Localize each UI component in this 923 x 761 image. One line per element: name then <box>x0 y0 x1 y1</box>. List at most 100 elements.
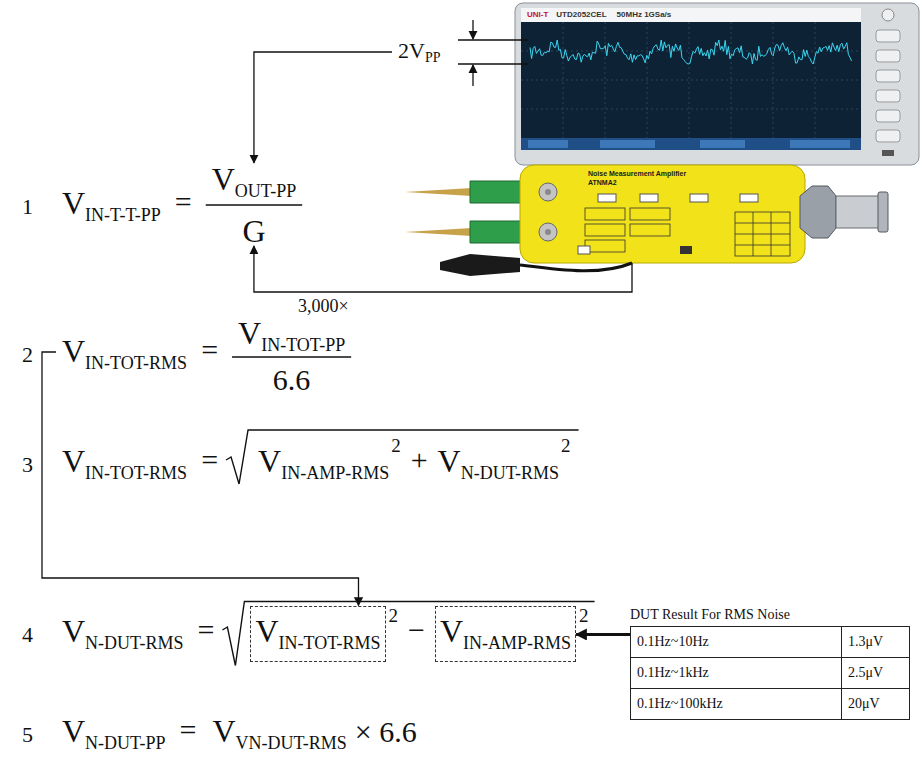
cell-text: 1.3μV <box>848 634 883 649</box>
variable: V <box>62 445 85 477</box>
amplifier-illustration-part <box>545 189 551 195</box>
cell-text: 0.1Hz~10Hz <box>637 634 709 649</box>
exponent: 2 <box>389 606 399 625</box>
amplifier-illustration-part-part <box>753 212 754 256</box>
oscilloscope-illustration-part <box>876 30 900 42</box>
table-cell: 0.1Hz~1kHz <box>630 657 842 689</box>
constant: 6.6 <box>273 365 311 395</box>
subscript: IN-TOT-RMS <box>85 464 187 482</box>
operator: = <box>175 187 192 217</box>
oscilloscope-illustration-part-part <box>815 22 816 138</box>
subscript: IN-TOT-PP <box>261 336 345 354</box>
operator: − <box>408 615 425 645</box>
fraction-bar <box>232 356 351 357</box>
amplifier-illustration-part-part <box>585 208 625 220</box>
leader-arrow <box>254 246 632 292</box>
oscilloscope-illustration-part <box>876 130 900 142</box>
amplifier-illustration <box>405 165 888 276</box>
equation-lines <box>42 52 632 665</box>
variable: V <box>238 317 261 349</box>
pointer-arrow <box>576 633 630 636</box>
oscilloscope-illustration-part-part <box>521 51 861 52</box>
table-cell: 1.3μV <box>841 626 910 658</box>
operator: + <box>411 445 428 475</box>
oscilloscope-illustration-part <box>521 8 861 22</box>
amplifier-illustration-part <box>440 254 520 276</box>
amplifier-illustration-part <box>640 194 658 202</box>
oscilloscope-illustration-part <box>882 150 894 156</box>
board-label: ATNMA2 <box>588 179 617 186</box>
subscript: N-DUT-RMS <box>461 464 559 482</box>
variable: V <box>62 615 85 647</box>
measurement-label: 2V <box>398 40 425 62</box>
amplifier-illustration-part <box>470 221 563 243</box>
cell-text: 0.1Hz~100kHz <box>637 696 723 711</box>
oscilloscope-illustration-part <box>700 140 745 148</box>
cell-text: 20μV <box>848 696 880 711</box>
amplifier-illustration-part-part <box>630 224 670 236</box>
oscilloscope-illustration-part <box>530 40 852 64</box>
amplifier-illustration-part-part <box>585 240 625 252</box>
oscilloscope-illustration <box>515 3 919 165</box>
amplifier-illustration-part <box>539 183 557 201</box>
equation-number: 2 <box>22 344 33 366</box>
operator: = <box>201 445 218 475</box>
amplifier-illustration-part <box>578 246 590 254</box>
peak-to-peak-marker-part <box>472 65 473 86</box>
subscript: N-DUT-RMS <box>85 634 183 652</box>
amplifier-illustration-part <box>545 229 551 235</box>
amplifier-illustration-part <box>836 196 880 228</box>
amplifier-illustration-part-part <box>735 234 790 235</box>
table-cell: 2.5μV <box>841 657 910 689</box>
operator: = <box>197 615 214 645</box>
subscript: N-DUT-PP <box>85 734 165 752</box>
variable: V <box>438 445 461 477</box>
board-label: Noise Measurement Amplifier <box>588 170 686 177</box>
dashed-box: VIN-TOT-RMS <box>250 606 385 662</box>
variable: V <box>212 163 235 195</box>
measurement-subscript: PP <box>425 51 441 65</box>
oscilloscope-illustration-part <box>521 22 861 150</box>
subscript: IN-AMP-RMS <box>463 633 571 653</box>
oscilloscope-illustration-part <box>790 140 850 148</box>
variable: V <box>440 613 463 649</box>
amplifier-illustration-part <box>585 208 790 256</box>
oscilloscope-illustration-part <box>876 70 900 82</box>
oscilloscope-illustration-part <box>882 9 894 21</box>
variable: V <box>212 715 235 747</box>
cell-text: 2.5μV <box>848 665 883 680</box>
table-cell: 20μV <box>841 688 910 720</box>
radical-sign <box>222 601 594 665</box>
cell-text: 0.1Hz~1kHz <box>637 665 709 680</box>
peak-to-peak-marker-part <box>458 39 528 40</box>
oscilloscope-illustration-part <box>515 3 919 165</box>
amplifier-illustration-part-part <box>735 223 790 224</box>
variable: V <box>255 613 278 649</box>
oscilloscope-illustration-part <box>528 140 568 148</box>
amplifier-illustration-part-part <box>630 208 670 220</box>
constant: × 6.6 <box>355 717 417 747</box>
radical-sign <box>226 430 579 484</box>
amplifier-illustration-part <box>539 223 557 241</box>
amplifier-illustration-part-part <box>585 224 625 236</box>
equation-number: 3 <box>22 454 33 476</box>
amplifier-illustration-part <box>598 194 616 202</box>
amplifier-illustration-part <box>405 228 472 236</box>
variable: V <box>62 187 85 219</box>
exponent: 2 <box>561 436 571 455</box>
variable: V <box>258 445 281 477</box>
oscilloscope-illustration-part-part <box>605 22 606 138</box>
table-title: DUT Result For RMS Noise <box>630 606 790 624</box>
amplifier-illustration-part-part <box>735 212 790 256</box>
spec-label: 50MHz 1GSa/s <box>617 11 672 19</box>
leader-arrow <box>254 52 392 163</box>
subscript: IN-TOT-RMS <box>85 354 187 372</box>
variable: V <box>62 715 85 747</box>
operator: = <box>201 335 218 365</box>
equation-number: 5 <box>22 724 33 746</box>
model-label: UTD2052CEL <box>556 11 606 19</box>
oscilloscope-illustration-part <box>521 22 861 138</box>
amplifier-illustration-part <box>520 165 805 263</box>
amplifier-illustration-part <box>470 181 563 203</box>
